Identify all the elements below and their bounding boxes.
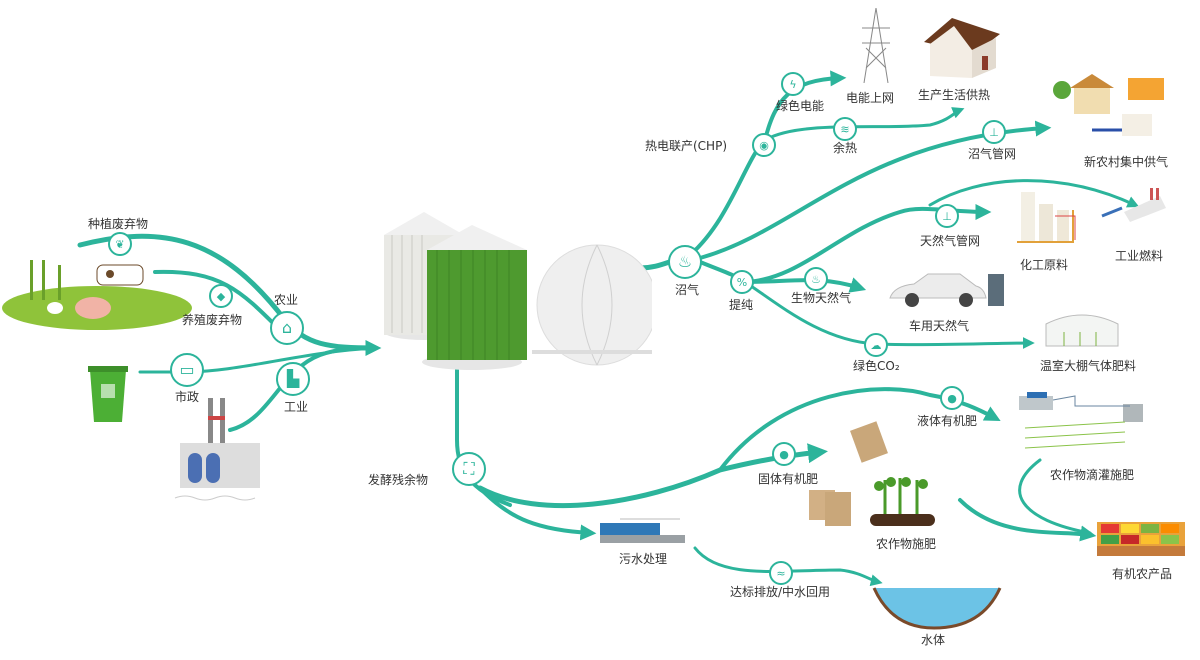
flow-industrial-fuel: [928, 179, 1140, 208]
label-greenhouse: 温室大棚气体肥料: [1040, 359, 1137, 373]
flow-planting: [77, 233, 378, 351]
label-green-power: 绿色电能: [776, 99, 825, 113]
residue-icon: ⛶: [452, 452, 486, 486]
truck-icon: ▭: [170, 353, 204, 387]
label-agriculture: 农业: [274, 293, 299, 307]
flow-biogas-pipeline: [698, 120, 1052, 260]
fertilizer-bags-icon: [805, 420, 965, 530]
flow-wastewater: [478, 486, 597, 541]
label-industrial-fuel: 工业燃料: [1115, 249, 1164, 263]
co2-icon: ☁: [864, 333, 888, 357]
label-heating: 生产生活供热: [918, 88, 991, 102]
lightning-icon: ϟ: [781, 72, 805, 96]
water-body-icon: [872, 584, 1002, 630]
label-industry: 工业: [284, 400, 309, 414]
solid-fertilizer-icon: ●: [772, 442, 796, 466]
village-icon: [1052, 70, 1170, 140]
drip-irrigation-icon: [1015, 392, 1145, 454]
chp-icon: ◉: [752, 133, 776, 157]
flow-liquid: [718, 387, 1001, 472]
label-municipal: 市政: [175, 390, 200, 404]
label-village-supply: 新农村集中供气: [1084, 155, 1169, 169]
label-green-co2: 绿色CO₂: [853, 359, 900, 373]
label-drip-irrigation: 农作物滴灌施肥: [1050, 468, 1135, 482]
farm-field-icon: [2, 250, 192, 330]
label-liquid-fertilizer: 液体有机肥: [917, 414, 978, 428]
label-ng-pipeline: 天然气管网: [920, 234, 981, 248]
factory-icon: [170, 398, 270, 508]
label-grid: 电能上网: [846, 91, 895, 105]
label-biogas-pipeline: 沼气管网: [968, 147, 1017, 161]
car-icon: [888, 272, 1006, 312]
label-planting-waste: 种植废弃物: [88, 217, 149, 231]
power-tower-icon: [858, 7, 894, 84]
flame-icon: ♨: [668, 245, 702, 279]
discharge-icon: ≈: [769, 561, 793, 585]
chemical-plant-icon: [1015, 190, 1077, 250]
industrial-burner-icon: [1100, 188, 1170, 224]
label-biogas: 沼气: [675, 283, 700, 297]
purify-icon: %: [730, 270, 754, 294]
industry-icon: ▙: [276, 362, 310, 396]
flow-discharge: [693, 546, 883, 587]
label-purification: 提纯: [729, 298, 754, 312]
label-wastewater: 污水处理: [619, 552, 668, 566]
label-chp: 热电联产(CHP): [645, 139, 728, 153]
leaf-icon: ❦: [108, 232, 132, 256]
label-organic-products: 有机农产品: [1112, 567, 1173, 581]
label-crop-fertilizing: 农作物施肥: [876, 537, 937, 551]
gas-pipe-icon: ⊥: [935, 204, 959, 228]
heat-waves-icon: ≋: [833, 117, 857, 141]
flow-industry: [228, 340, 382, 432]
flow-crop-products: [958, 498, 1097, 542]
wastewater-plant-icon: [600, 517, 685, 545]
label-solid-fertilizer: 固体有机肥: [758, 472, 819, 486]
green-bin-icon: [88, 362, 128, 424]
label-livestock-waste: 养殖废弃物: [182, 313, 243, 327]
label-discharge: 达标排放/中水回用: [730, 585, 831, 599]
label-water-body: 水体: [921, 633, 946, 647]
turtle-icon: ◆: [209, 284, 233, 308]
label-waste-heat: 余热: [833, 141, 858, 155]
label-bio-ng: 生物天然气: [791, 291, 852, 305]
produce-crate-icon: [1095, 518, 1187, 558]
farm-icon: ⌂: [270, 311, 304, 345]
pipe-icon: ⊥: [982, 120, 1006, 144]
house-icon: [920, 18, 1002, 80]
digester-tanks: [372, 200, 658, 370]
greenhouse-icon: [1044, 312, 1120, 348]
flow-vehicle: [743, 277, 867, 293]
label-residue: 发酵残余物: [368, 473, 429, 487]
label-chemical: 化工原料: [1020, 258, 1069, 272]
bio-flame-icon: ♨: [804, 267, 828, 291]
label-vehicle-ng: 车用天然气: [909, 319, 970, 333]
flow-heat: [763, 107, 965, 142]
flow-drip-products: [1018, 458, 1092, 535]
farm-illustration: [0, 250, 195, 330]
droplet-icon: ●: [940, 386, 964, 410]
